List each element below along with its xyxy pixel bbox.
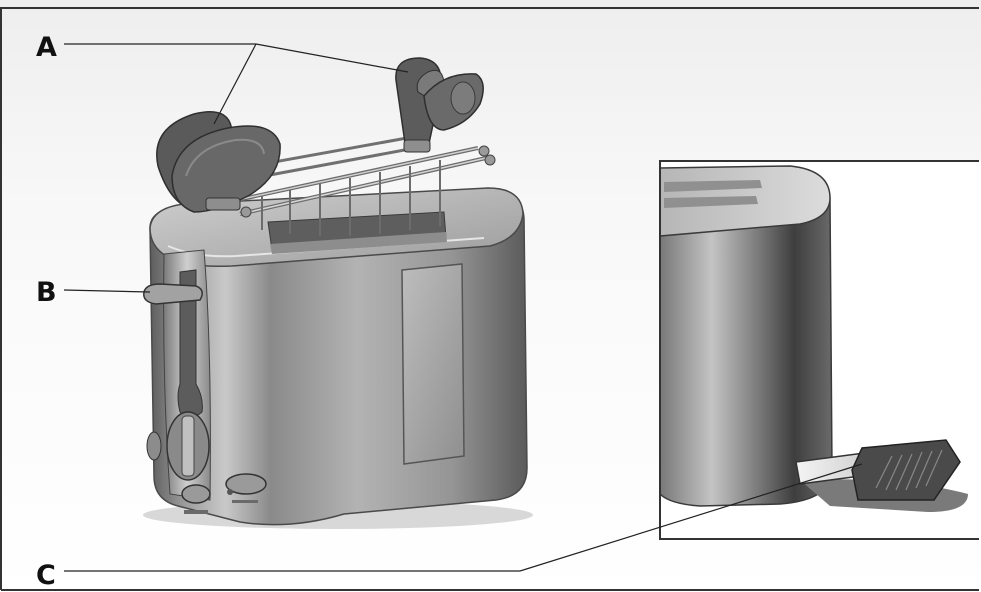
cancel-button	[181, 484, 211, 504]
inset-slot-2	[664, 196, 758, 208]
bread-slot-edge	[270, 232, 447, 254]
callout-c-leader	[519, 463, 863, 572]
side-window	[401, 263, 465, 465]
bun-warmer-handle-right	[395, 57, 484, 153]
callout-c: C	[36, 463, 863, 591]
callout-b-label: B	[36, 277, 57, 308]
figure-frame	[0, 7, 979, 590]
defrost-button	[225, 473, 267, 495]
indicator-light	[227, 489, 233, 495]
crumb-tray-handle	[851, 439, 961, 501]
browning-dial-grip	[181, 415, 195, 477]
callout-a-leader-left	[213, 43, 257, 125]
carriage-lever	[143, 283, 203, 305]
bun-warmer-handle-left	[156, 110, 281, 213]
crumb-tray-inset	[659, 160, 981, 540]
crumb-tray-grip-lines	[875, 449, 943, 491]
callout-c-label: C	[36, 560, 56, 591]
callout-a-label: A	[36, 32, 57, 63]
inset-slot-1	[664, 180, 762, 192]
button-marking	[184, 510, 208, 514]
toaster	[143, 57, 533, 529]
button-marking-2	[232, 500, 258, 503]
callout-b-line	[63, 289, 151, 293]
side-button	[146, 431, 162, 461]
callout-a-leader-right	[255, 43, 409, 73]
inset-frame	[659, 160, 979, 540]
callout-a: A	[36, 32, 409, 125]
callout-b: B	[36, 277, 151, 308]
